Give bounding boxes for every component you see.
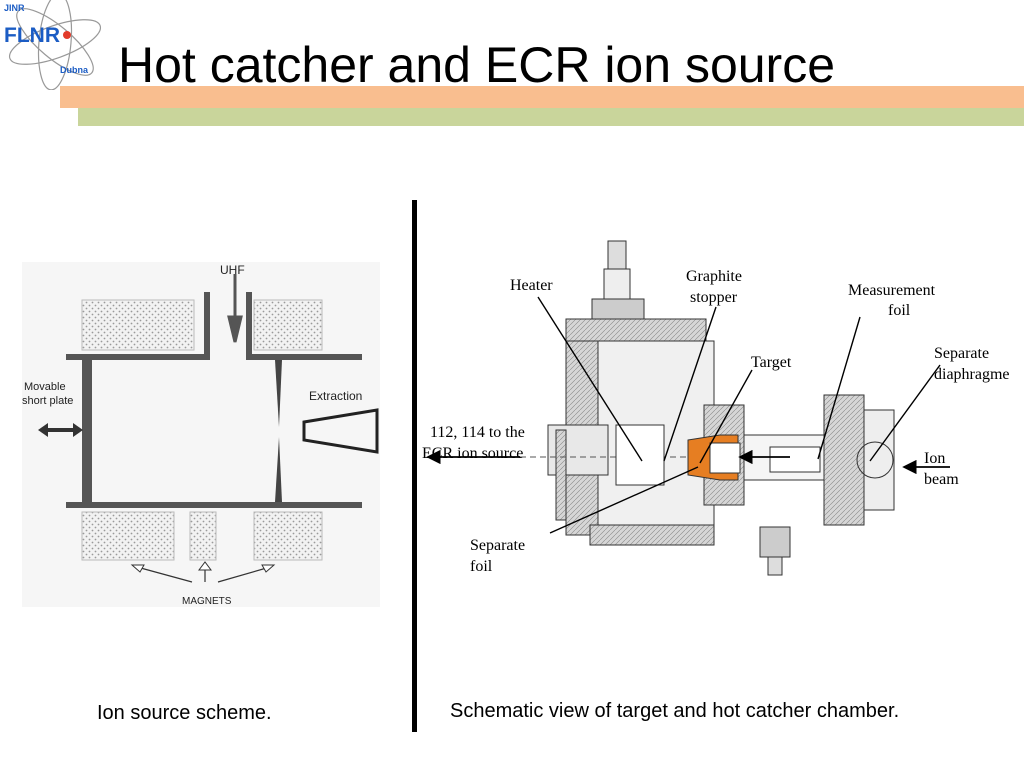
extraction-cone-bottom <box>275 437 282 502</box>
magnet-bottom-right <box>253 511 323 561</box>
ion-beam-label-line1: Ion <box>924 450 945 467</box>
vertical-divider <box>412 200 417 732</box>
logo-bottom-text: Dubna <box>60 65 89 75</box>
feedthrough-body <box>603 268 631 300</box>
target-label: Target <box>751 354 792 371</box>
separate-diaphragme-line2: diaphragme <box>934 366 1010 383</box>
diaphragm-ring <box>856 441 894 479</box>
chamber-bottom-flange <box>589 524 715 546</box>
chamber-top-flange <box>565 318 707 342</box>
separate-diaphragme-line1: Separate <box>934 345 989 362</box>
extraction-electrode <box>302 408 379 454</box>
graphite-label-line1: Graphite <box>686 268 742 285</box>
magnet-bottom-middle <box>189 511 217 561</box>
waveguide-left-wall <box>66 292 210 360</box>
ecr-label-line1: 112, 114 to the <box>430 424 525 441</box>
logo-top-text: JINR <box>4 3 25 13</box>
magnet-top-right <box>253 299 323 351</box>
movable-label-line1: Movable <box>24 381 66 393</box>
left-caption: Ion source scheme. <box>97 702 272 724</box>
bottom-feedthrough <box>759 526 791 558</box>
ion-source-diagram: UHF Extraction Movable short plate MAGNE… <box>22 262 380 607</box>
logo-red-dot <box>63 31 71 39</box>
magnet-bottom-left <box>81 511 175 561</box>
double-arrow-icon <box>38 423 83 437</box>
feedthrough-flange <box>591 298 645 320</box>
ecr-label-line2: ECR ion source <box>422 445 523 462</box>
title-band-orange <box>60 86 1024 108</box>
diaphragm-body <box>863 409 895 511</box>
flnr-logo: JINR FLNR Dubna <box>4 0 102 90</box>
measurement-label-line1: Measurement <box>848 282 936 299</box>
uhf-label: UHF <box>220 263 245 277</box>
magnet-top-left <box>81 299 195 351</box>
measurement-foil-holder <box>769 446 821 473</box>
extraction-label: Extraction <box>309 389 362 403</box>
logo-main-text: FLNR <box>4 24 60 47</box>
label-pointers <box>537 296 941 534</box>
measurement-label-line2: foil <box>888 302 911 319</box>
extraction-cone-top <box>275 360 282 427</box>
ion-beam-label-line2: beam <box>924 471 959 488</box>
movable-short-plate <box>82 357 92 505</box>
hot-catcher-diagram: Heater Graphite stopper Measurement foil… <box>422 240 1010 576</box>
heater-label: Heater <box>510 277 553 294</box>
uhf-arrow-icon <box>227 274 243 343</box>
heater-block <box>615 424 665 486</box>
magnet-pointer-arrows <box>130 561 276 583</box>
separate-foil-line2: foil <box>470 558 493 575</box>
pipe-flange-left <box>555 429 567 521</box>
graphite-label-line2: stopper <box>690 289 738 306</box>
title-band-green <box>78 108 1024 126</box>
waveguide-right-wall <box>246 292 362 360</box>
slide-title: Hot catcher and ECR ion source <box>118 37 836 93</box>
magnets-label: MAGNETS <box>182 596 232 607</box>
separate-foil-line1: Separate <box>470 537 525 554</box>
diaphragm-flange <box>823 394 865 526</box>
movable-label-line2: short plate <box>22 395 73 407</box>
feedthrough-top <box>607 240 627 270</box>
bottom-feedthrough-tip <box>767 556 783 576</box>
right-caption: Schematic view of target and hot catcher… <box>450 700 900 722</box>
graphite-stopper-part <box>709 442 741 474</box>
